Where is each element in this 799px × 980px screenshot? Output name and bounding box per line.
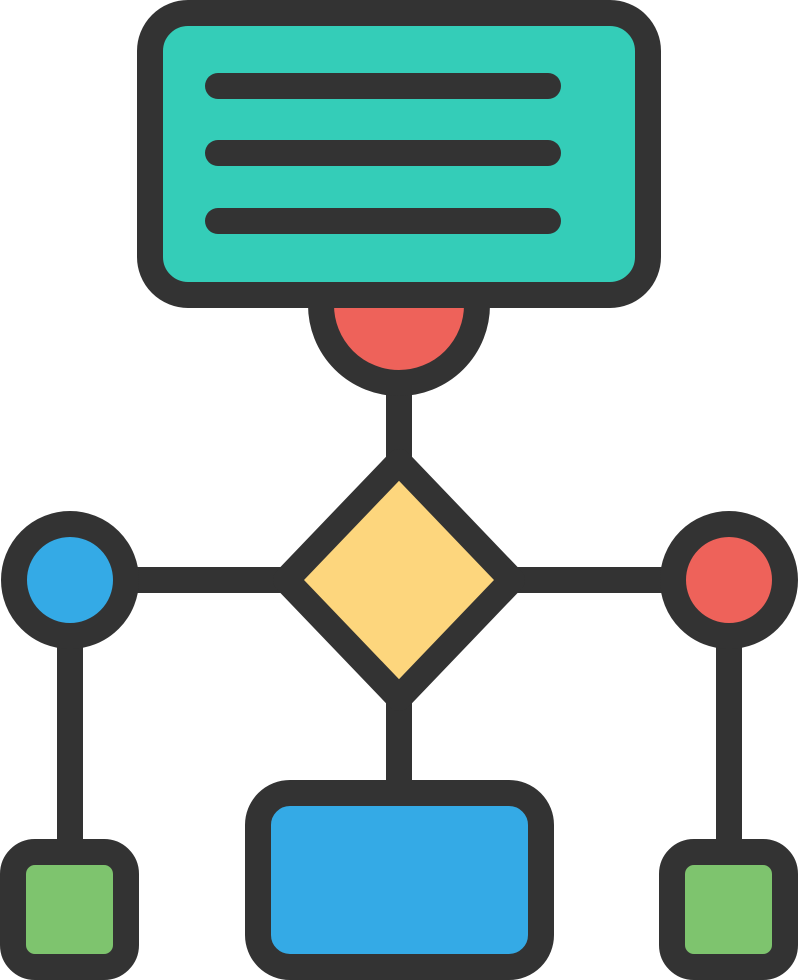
connector-lines [57, 367, 742, 863]
right-node-circle [660, 511, 798, 649]
text-lines [205, 73, 561, 234]
left-small-box [0, 839, 139, 980]
bottom-box [245, 780, 554, 980]
decision-diamond [273, 449, 525, 711]
left-node-circle [1, 511, 139, 649]
right-small-box [659, 839, 798, 980]
